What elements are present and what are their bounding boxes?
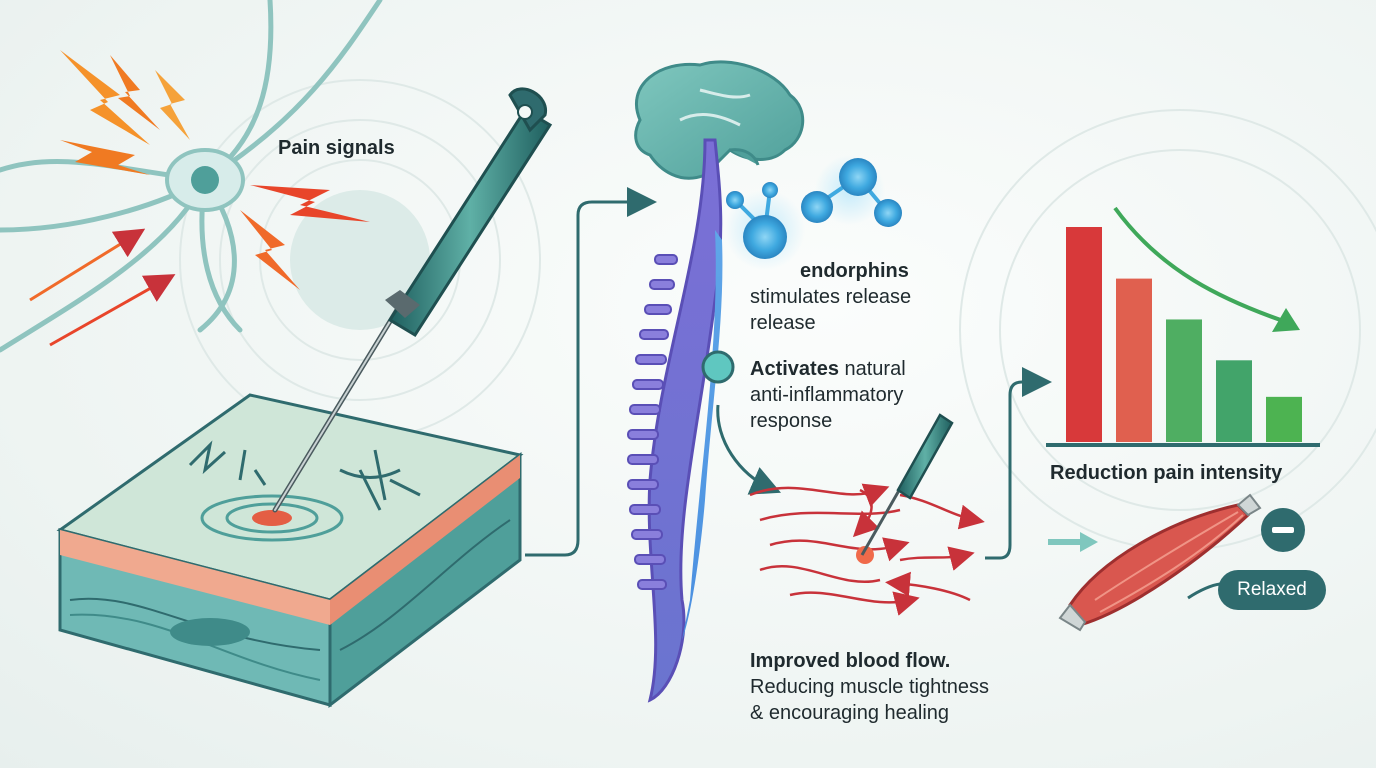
chart-bar xyxy=(1116,278,1152,442)
relaxed-badge: Relaxed xyxy=(1218,570,1326,610)
relaxed-muscle-illustration xyxy=(1048,493,1262,632)
acupuncture-needle xyxy=(272,87,553,513)
blood-flow-title: Improved blood flow. xyxy=(750,650,951,672)
activates-bold: Activates xyxy=(750,358,839,380)
blood-flow-line1: Reducing muscle tightness xyxy=(750,676,990,698)
small-needle-icon xyxy=(860,413,954,556)
anti-inflammatory-bullet-icon xyxy=(701,350,735,384)
endorphins-desc-line1: stimulates release xyxy=(750,286,912,308)
flow-connector xyxy=(525,187,1052,560)
chart-bar xyxy=(1066,227,1102,442)
tissue-block xyxy=(56,393,524,709)
endorphins-desc-line2: release xyxy=(750,312,816,334)
spinal-column xyxy=(627,138,723,703)
background-rings xyxy=(179,79,1376,551)
endorphin-molecules xyxy=(725,155,902,270)
arrow-right-icon xyxy=(1080,532,1098,552)
endorphins-title: endorphins xyxy=(800,260,909,282)
activates-line3: response xyxy=(750,410,833,432)
activates-line1: Activates natural xyxy=(750,356,906,382)
pain-intensity-chart xyxy=(1046,227,1320,447)
activates-rest: natural xyxy=(838,358,906,380)
brain-illustration xyxy=(634,60,805,180)
lightning-bolt-icon xyxy=(60,50,370,290)
decrease-trend-arrow xyxy=(1113,206,1296,327)
pain-signal-arrows xyxy=(29,228,176,347)
chart-bar xyxy=(1166,319,1202,442)
chart-title: Reduction pain intensity xyxy=(1050,462,1283,484)
chart-bar xyxy=(1216,360,1252,442)
blood-flow-line2: & encouraging healing xyxy=(750,702,950,724)
needle-point xyxy=(856,546,874,564)
chart-bar xyxy=(1266,396,1302,442)
blood-flow-illustration xyxy=(749,483,985,616)
neuron-nucleus xyxy=(191,166,219,194)
trend-arrowhead-icon xyxy=(1272,308,1300,332)
pain-signals-label: Pain signals xyxy=(278,137,395,159)
minus-circle-icon xyxy=(1261,508,1305,552)
activates-line2: anti-inflammatory xyxy=(750,384,904,406)
